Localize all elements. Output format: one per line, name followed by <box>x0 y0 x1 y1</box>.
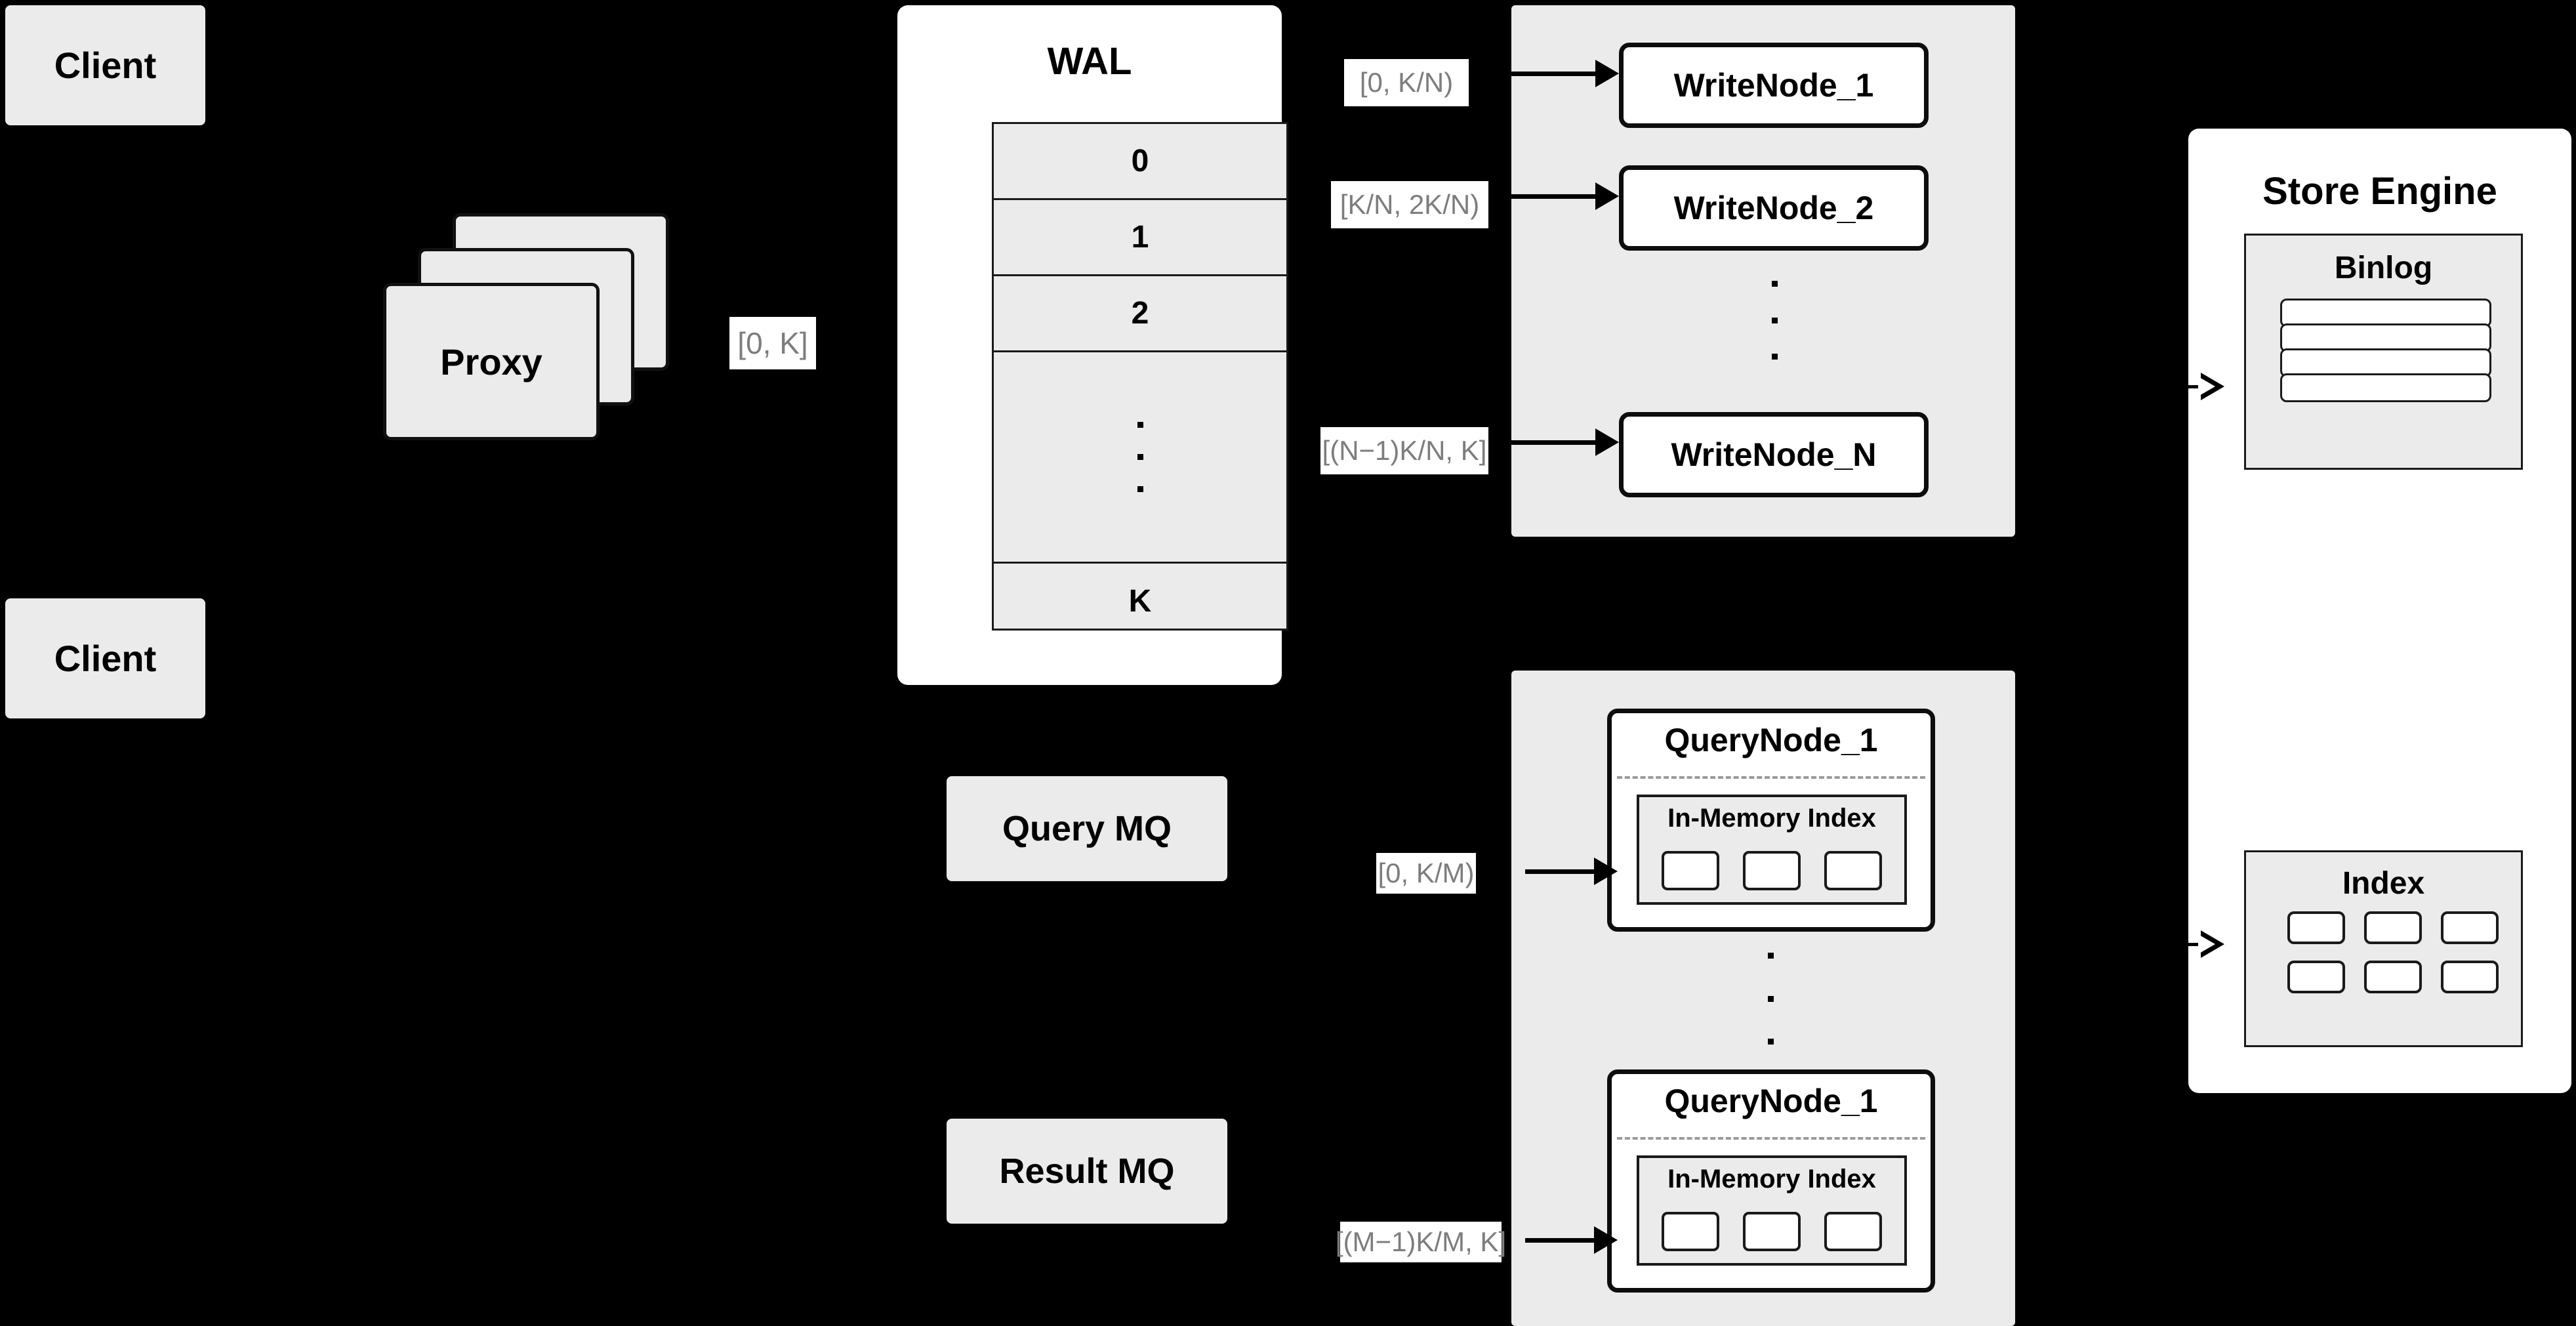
index-cell <box>1743 1212 1801 1251</box>
client-node-2[interactable]: Client <box>5 598 205 718</box>
index-cell <box>2441 961 2499 993</box>
index-cell <box>2441 911 2499 944</box>
index-cell <box>2364 911 2422 944</box>
wal-table: 0 1 2 K <box>992 122 1288 631</box>
arrow-line-to-index <box>2177 943 2203 946</box>
client-node-2-label: Client <box>54 638 157 679</box>
binlog-row <box>2280 373 2491 402</box>
arrow-line-to-binlog <box>2177 385 2203 388</box>
edge-label-writenode-1: [0, K/N) <box>1344 59 1469 106</box>
index-cell <box>1743 851 1801 890</box>
write-cluster-ellipsis <box>1751 281 1797 360</box>
binlog-panel: Binlog <box>2244 234 2523 470</box>
store-engine-title: Store Engine <box>2262 170 2497 213</box>
result-mq-node[interactable]: Result MQ <box>947 1119 1227 1224</box>
query-node-cluster: QueryNode_1 In-Memory Index QueryNode_1 … <box>1511 671 2015 1326</box>
arrow-head-writenode-2 <box>1595 182 1619 210</box>
index-cell <box>2287 911 2345 944</box>
ellipsis-dot <box>1771 354 1778 360</box>
query-node-1-separator <box>1617 776 1925 779</box>
arrow-head-to-index <box>2198 930 2224 958</box>
ellipsis-dot <box>1137 422 1143 428</box>
ellipsis-dot <box>1137 454 1143 460</box>
write-node-2-label: WriteNode_2 <box>1673 190 1874 226</box>
index-cell <box>1662 1212 1719 1251</box>
result-mq-label: Result MQ <box>999 1151 1175 1191</box>
in-memory-index-m-title: In-Memory Index <box>1667 1165 1876 1193</box>
edge-label-writenode-n: [(N−1)K/N, K] <box>1320 427 1488 474</box>
proxy-node-label: Proxy <box>440 341 542 383</box>
write-node-cluster: WriteNode_1 WriteNode_2 WriteNode_N <box>1511 5 2015 537</box>
edge-label-querynode-m: [(M−1)K/M, K] <box>1336 1222 1506 1262</box>
binlog-title: Binlog <box>2334 251 2433 285</box>
arrow-head-to-binlog <box>2198 373 2224 400</box>
in-memory-index-m: In-Memory Index <box>1637 1155 1907 1266</box>
write-node-n-label: WriteNode_N <box>1671 436 1877 473</box>
in-memory-index-1: In-Memory Index <box>1637 795 1907 905</box>
arrow-line-writenode-1 <box>1471 72 1599 76</box>
index-cell <box>2287 961 2345 993</box>
wal-title: WAL <box>1047 40 1132 83</box>
index-panel: Index <box>2244 850 2523 1047</box>
query-node-m-separator <box>1617 1137 1925 1140</box>
query-node-m[interactable]: QueryNode_1 In-Memory Index <box>1607 1069 1935 1293</box>
index-cell <box>1824 851 1882 890</box>
client-node-1-label: Client <box>54 45 157 86</box>
query-mq-label: Query MQ <box>1002 809 1172 848</box>
write-node-1[interactable]: WriteNode_1 <box>1619 43 1929 128</box>
wal-row: 1 <box>994 200 1286 276</box>
binlog-row <box>2280 323 2491 352</box>
wal-panel: WAL 0 1 2 K <box>897 5 1288 685</box>
query-cluster-ellipsis <box>1748 953 1793 1045</box>
client-node-1[interactable]: Client <box>5 5 205 125</box>
query-node-1-label: QueryNode_1 <box>1664 722 1878 758</box>
arrow-line-querynode-1 <box>1525 869 1597 874</box>
arrow-line-writenode-n <box>1490 440 1599 445</box>
arrow-head-writenode-1 <box>1595 60 1619 87</box>
arrow-head-writenode-n <box>1595 428 1619 456</box>
arrow-head-querynode-1 <box>1594 858 1618 885</box>
index-title: Index <box>2342 866 2425 901</box>
proxy-node[interactable]: Proxy <box>383 283 600 440</box>
store-engine-panel: Store Engine Binlog Index <box>2188 129 2571 1093</box>
index-cell <box>1824 1212 1882 1251</box>
arrow-line-querynode-m <box>1525 1238 1597 1243</box>
ellipsis-dot <box>1767 953 1774 959</box>
wal-row: 2 <box>994 276 1286 352</box>
ellipsis-dot <box>1137 486 1143 492</box>
ellipsis-dot <box>1771 317 1778 323</box>
arrow-head-querynode-m <box>1594 1226 1618 1254</box>
edge-label-querynode-1: [0, K/M) <box>1376 853 1476 894</box>
ellipsis-dot <box>1771 281 1778 287</box>
in-memory-index-1-title: In-Memory Index <box>1667 804 1876 833</box>
query-node-1[interactable]: QueryNode_1 In-Memory Index <box>1607 709 1935 932</box>
ellipsis-dot <box>1767 995 1774 1002</box>
write-node-1-label: WriteNode_1 <box>1673 67 1874 104</box>
query-node-m-label: QueryNode_1 <box>1664 1083 1878 1119</box>
edge-label-proxy-to-wal: [0, K] <box>729 317 816 369</box>
edge-label-writenode-2: [K/N, 2K/N) <box>1331 181 1488 228</box>
arrow-line-writenode-2 <box>1490 194 1599 199</box>
wal-row: K <box>1128 584 1152 619</box>
write-node-2[interactable]: WriteNode_2 <box>1619 165 1929 251</box>
ellipsis-dot <box>1767 1039 1774 1045</box>
query-mq-node[interactable]: Query MQ <box>947 776 1227 881</box>
wal-row-ellipsis <box>994 352 1286 564</box>
wal-row: 0 <box>994 124 1286 200</box>
index-cell <box>1662 851 1719 890</box>
index-cell <box>2364 961 2422 993</box>
write-node-n[interactable]: WriteNode_N <box>1619 412 1929 497</box>
